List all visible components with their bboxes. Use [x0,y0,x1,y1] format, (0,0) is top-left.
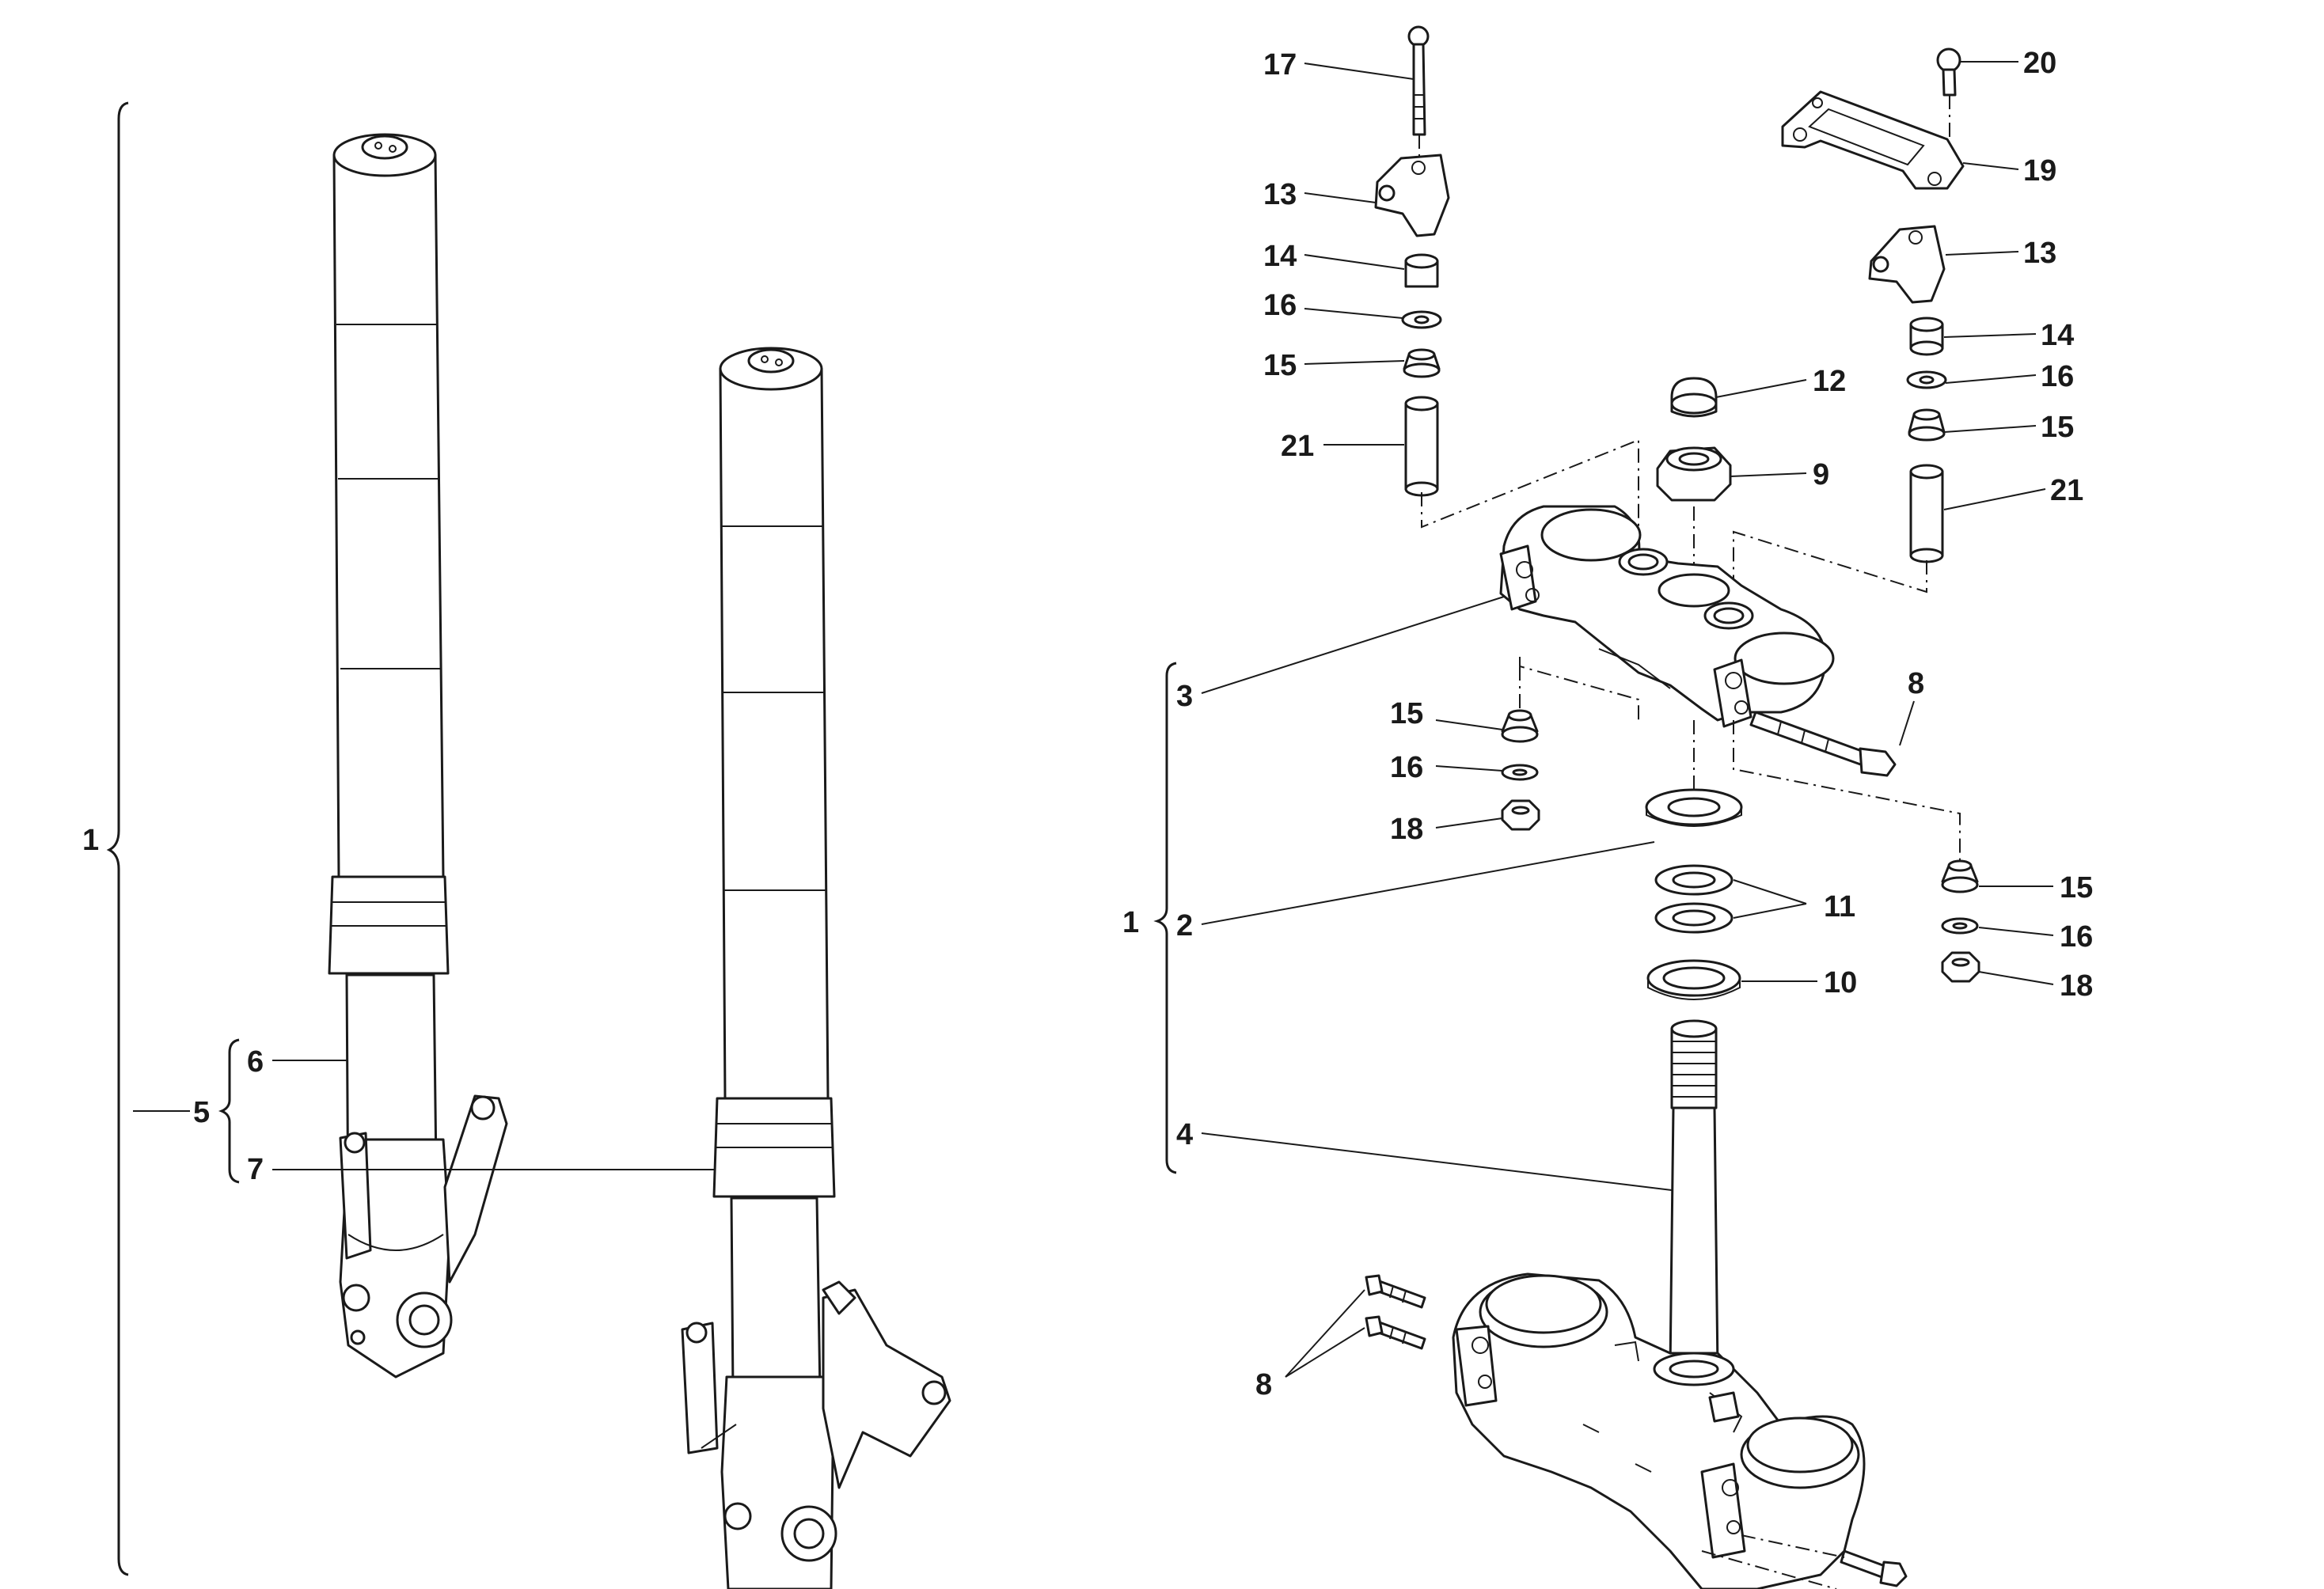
bearing-stack [1645,720,1743,1000]
callout-8-bottom: 8 [1255,1368,1272,1401]
callout-7: 7 [247,1153,264,1186]
mount-hardware-right [1733,720,1980,983]
callout-3: 3 [1176,680,1193,713]
brace-assembly-1-left [106,101,129,1576]
alignment-line-left [1421,438,1639,565]
callout-6: 6 [247,1045,264,1079]
fork-leg-left [328,133,508,1379]
callout-11: 11 [1824,890,1855,923]
callout-15-left: 15 [1263,349,1297,382]
callout-18-right: 18 [2060,969,2093,1003]
callout-13-left: 13 [1263,178,1297,211]
callout-15-right: 15 [2041,411,2074,444]
pinch-bolts-bottom [1365,1274,1908,1589]
callout-13-right: 13 [2023,237,2056,270]
callout-15-mid-right: 15 [2060,871,2093,904]
callout-21-right: 21 [2050,474,2083,507]
handlebar-stack-right [1781,47,1965,563]
callout-16-mid-right: 16 [2060,920,2093,954]
callout-19: 19 [2023,154,2056,188]
callout-16-left: 16 [1263,289,1297,322]
callout-12: 12 [1813,365,1846,398]
callout-21-left: 21 [1281,430,1314,463]
brace-assembly-5 [218,1038,240,1184]
pinch-bolt-top [1749,711,1897,777]
handlebar-stack-left [1374,25,1450,497]
steering-stem-bottom-yoke [1452,1019,1866,1589]
callout-16-mid-left: 16 [1390,751,1423,784]
callout-14-right: 14 [2041,319,2074,352]
callout-18-left: 18 [1390,813,1423,846]
mount-hardware-left [1501,657,1639,831]
callout-1-left: 1 [82,824,99,857]
callout-10: 10 [1824,966,1857,999]
callout-2: 2 [1176,909,1193,942]
callout-8-top: 8 [1908,667,1924,700]
fork-leg-center [681,347,951,1589]
callout-20: 20 [2023,47,2056,80]
callout-15-mid-left: 15 [1390,697,1423,730]
callout-9: 9 [1813,458,1829,491]
callout-14-left: 14 [1263,240,1297,273]
alignment-line-right [1733,530,1927,605]
top-triple-clamp [1499,505,1835,728]
brace-assembly-1-right [1153,662,1177,1174]
callout-16-right: 16 [2041,360,2074,393]
callout-17: 17 [1263,48,1297,82]
callout-4: 4 [1176,1118,1193,1151]
callout-5: 5 [193,1096,210,1129]
callout-1-right: 1 [1122,906,1139,939]
stem-cap-and-nut [1656,377,1732,502]
